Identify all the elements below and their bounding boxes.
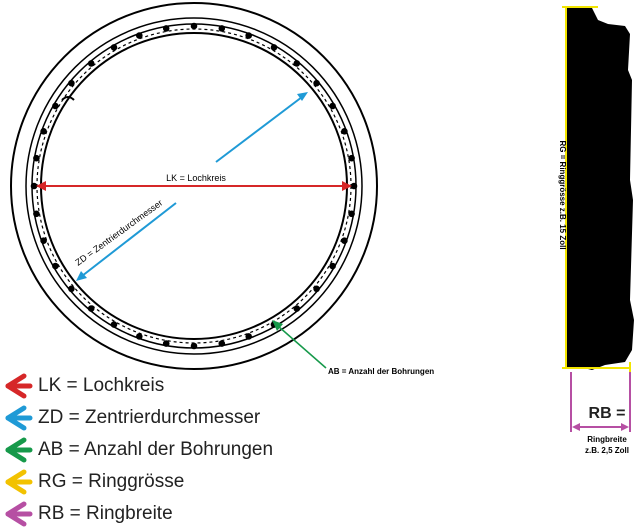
ring-shoulder — [25, 17, 363, 355]
legend-label-rg: RG = Ringgrösse — [38, 471, 185, 492]
lk-label: LK = Lochkreis — [166, 173, 226, 183]
bolt-hole — [245, 32, 252, 39]
bolt-hole — [68, 79, 75, 87]
bolt-hole — [33, 154, 40, 162]
bolt-hole — [68, 285, 75, 293]
bolt-hole — [293, 305, 301, 312]
lk-arrow — [36, 181, 352, 191]
ring-side-profile — [566, 8, 634, 370]
bolt-hole — [110, 44, 118, 51]
ring-outer-edge — [10, 2, 378, 370]
bolt-hole — [350, 182, 358, 190]
yellow-arrow-icon — [5, 469, 33, 495]
bolt-hole — [40, 128, 47, 135]
red-arrow-icon — [5, 373, 33, 399]
rb-arrowhead-left — [572, 423, 580, 431]
legend-item-zd: ZD = Zentrierdurchmesser — [0, 402, 260, 434]
valve-notch — [61, 96, 75, 101]
bolt-hole — [341, 128, 348, 135]
bolt-hole — [33, 210, 40, 218]
legend-item-ab: AB = Anzahl der Bohrungen — [0, 434, 273, 466]
bolt-hole — [218, 25, 226, 32]
bolt-hole — [190, 22, 198, 30]
rb-sub-label-1: Ringbreite — [587, 435, 627, 444]
zd-arrow — [76, 92, 308, 281]
bolt-hole — [313, 285, 320, 293]
rb-sub-label-2: z.B. 2,5 Zoll — [585, 446, 629, 455]
legend-label-zd: ZD = Zentrierdurchmesser — [38, 407, 261, 428]
rg-label: RG = Ringgrösse z.B. 15 Zoll — [558, 140, 567, 249]
bolt-hole — [87, 305, 95, 312]
legend-label-rb: RB = Ringbreite — [38, 503, 173, 524]
bolt-hole — [348, 210, 355, 218]
rg-dimension — [562, 6, 631, 372]
bolt-hole — [293, 60, 301, 67]
rb-dimension — [570, 372, 631, 432]
ab-arrow — [272, 320, 327, 369]
bolt-hole — [40, 237, 47, 244]
bolt-hole — [162, 340, 170, 347]
magenta-arrow-icon — [5, 501, 33, 527]
legend-label-lk: LK = Lochkreis — [38, 375, 165, 396]
zd-label: ZD = Zentrierdurchmesser — [73, 198, 164, 268]
rb-label: RB = — [589, 405, 626, 422]
bolt-hole — [190, 342, 198, 350]
bolt-hole — [110, 321, 118, 328]
bolt-hole — [30, 182, 38, 190]
blue-arrow-icon — [5, 405, 33, 431]
legend-item-lk: LK = Lochkreis — [0, 370, 164, 402]
legend-item-rg: RG = Ringgrösse — [0, 466, 184, 498]
bolt-hole — [136, 333, 143, 340]
bolt-hole — [52, 102, 59, 110]
bolt-hole — [329, 262, 336, 270]
bolt-hole — [329, 102, 336, 110]
legend-item-rb: RB = Ringbreite — [0, 498, 173, 530]
bolt-hole — [52, 262, 59, 270]
bolt-hole — [341, 237, 348, 244]
bolt-holes — [30, 22, 358, 350]
rb-arrowhead-right — [621, 423, 629, 431]
bolt-hole — [136, 32, 143, 39]
green-arrow-icon — [5, 437, 33, 463]
bolt-hole — [270, 44, 278, 51]
legend-label-ab: AB = Anzahl der Bohrungen — [38, 439, 274, 460]
bolt-hole — [313, 79, 320, 87]
ab-label: AB = Anzahl der Bohrungen — [328, 367, 434, 376]
bolt-hole — [87, 60, 95, 67]
bolt-hole — [218, 340, 226, 347]
bolt-hole — [245, 333, 252, 340]
bolt-hole — [348, 154, 355, 162]
bolt-hole — [162, 25, 170, 32]
